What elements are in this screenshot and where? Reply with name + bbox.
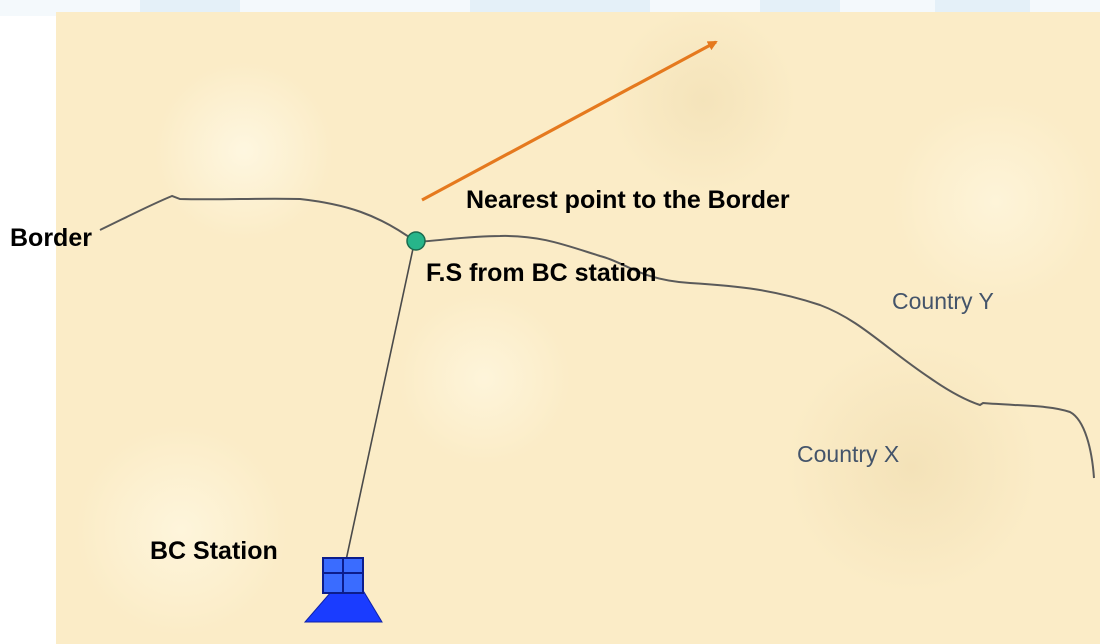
nearest-point-marker — [406, 231, 426, 251]
direction-arrow — [421, 40, 718, 202]
country-y-label: Country Y — [892, 288, 994, 314]
country-x-label: Country X — [797, 441, 900, 467]
fs-from-bc-station-label: F.S from BC station — [426, 259, 657, 287]
border-line — [99, 194, 1095, 479]
border-label: Border — [10, 224, 92, 252]
bc-station-label: BC Station — [150, 537, 278, 565]
broadcast-station-icon — [303, 557, 383, 623]
distance-line — [345, 243, 415, 565]
nearest-point-label: Nearest point to the Border — [466, 186, 790, 214]
